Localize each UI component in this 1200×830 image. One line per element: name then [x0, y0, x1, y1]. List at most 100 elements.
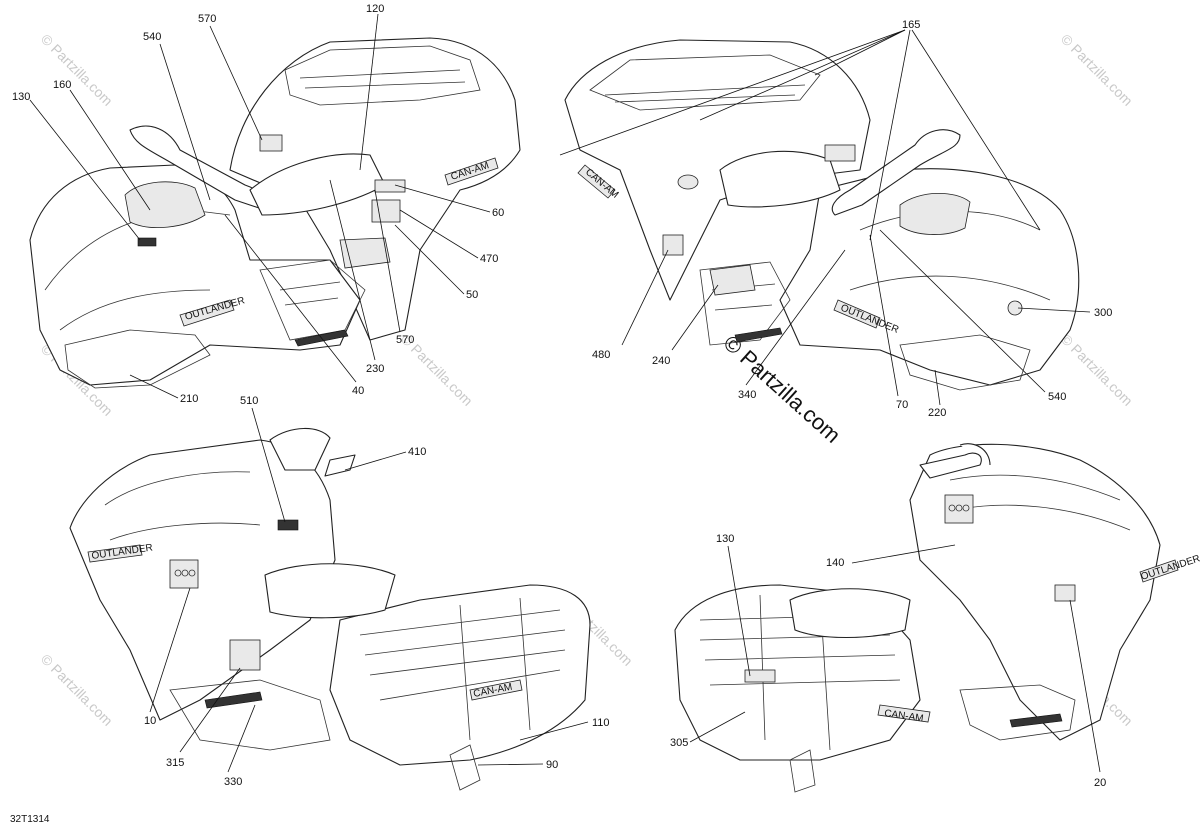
leader-line [374, 189, 401, 333]
callout-315: 315 [166, 757, 184, 769]
handlebar [919, 443, 991, 479]
callout-410: 410 [408, 446, 426, 458]
decal-panel [744, 669, 776, 683]
headlight-pod [124, 181, 206, 228]
rear-rack [284, 45, 481, 106]
seat [264, 563, 396, 619]
decal-footrest [734, 327, 783, 343]
decal-panel [662, 234, 684, 256]
callout-110: 110 [592, 717, 610, 729]
callout-540: 540 [1048, 391, 1066, 403]
decal-outlander-side [87, 544, 143, 563]
leader-line [29, 99, 141, 241]
decal-canam-rear [444, 157, 499, 186]
decal-footrest [1009, 713, 1063, 728]
callout-470: 470 [480, 253, 498, 265]
callout-220: 220 [928, 407, 946, 419]
callouts-front-left: 570 540 120 160 130 60 470 50 570 230 40… [12, 3, 504, 405]
callout-230: 230 [366, 363, 384, 375]
leader-line [879, 229, 1046, 393]
view-rear-right: OUTLANDER CAN-AM 130 140 305 20 [670, 443, 1200, 793]
decal-canam-rear [577, 164, 616, 199]
callout-130: 130 [716, 533, 734, 545]
hitch [449, 744, 481, 791]
front-bumper [64, 329, 211, 389]
callout-300: 300 [1094, 307, 1112, 319]
front-bumper [899, 334, 1031, 391]
callout-305: 305 [670, 737, 688, 749]
decal-outlander-front [833, 299, 881, 329]
decal-round [677, 174, 699, 190]
leader-line [344, 451, 407, 471]
callout-570-top: 570 [198, 13, 216, 25]
leader-line [69, 89, 151, 211]
decal-dot [962, 504, 970, 512]
footwell [259, 259, 366, 341]
leader-line [477, 763, 544, 766]
leader-line [227, 704, 256, 773]
leader-line [359, 13, 379, 171]
decal-panel [277, 519, 299, 531]
leader-line [159, 43, 211, 201]
callout-130: 130 [12, 91, 30, 103]
decal-panel [824, 144, 856, 162]
diagram-code: 32T1314 [10, 814, 50, 825]
decal-outlander-front [179, 299, 235, 327]
decal-panel [137, 237, 157, 247]
watermark: © Partzilla.com [38, 31, 116, 109]
decal-outlander-side [1139, 559, 1179, 583]
decal-panel [1054, 584, 1076, 602]
decal-panel-warning [169, 559, 199, 589]
rear-rack [359, 597, 566, 741]
leader-line [129, 374, 179, 399]
chassis [169, 679, 331, 751]
leader-line [934, 369, 941, 406]
decal-footrest [204, 691, 263, 709]
decal-canam-rear [877, 704, 931, 723]
decal-panel [374, 179, 406, 193]
front-hood [949, 474, 1131, 531]
decal-dot [955, 504, 963, 512]
callouts-rear-right: 130 140 305 20 [670, 533, 1106, 789]
decal-dot [948, 504, 956, 512]
handlebar [269, 427, 356, 477]
leader-line [251, 407, 286, 523]
callout-60: 60 [492, 207, 504, 219]
callout-340: 340 [738, 389, 756, 401]
leader-line [329, 179, 376, 361]
chassis [959, 684, 1076, 741]
decal-panel [229, 639, 261, 671]
callout-10: 10 [144, 715, 156, 727]
leader-line [699, 29, 906, 121]
leader-line [671, 284, 719, 351]
front-fender-outline [909, 443, 1161, 741]
front-body-outline [779, 168, 1080, 386]
seat [789, 588, 911, 638]
watermark: © Partzilla.com [1058, 31, 1136, 109]
headlight-pod [899, 192, 971, 235]
leader-line [559, 29, 906, 156]
callout-40: 40 [352, 385, 364, 397]
rear-rack-outline [329, 584, 591, 766]
callout-510: 510 [240, 395, 258, 407]
leader-line [149, 587, 191, 713]
leader-line [519, 721, 589, 741]
rear-rack [699, 594, 901, 751]
callouts-rear-left: 510 410 10 315 330 110 90 [144, 395, 610, 788]
callout-480: 480 [592, 349, 610, 361]
leader-line [621, 249, 669, 346]
leader-line [689, 711, 746, 743]
callout-210: 210 [180, 393, 198, 405]
seat [719, 150, 841, 208]
callout-165: 165 [902, 19, 920, 31]
callout-570-bottom: 570 [396, 334, 414, 346]
watermark: © Partzilla.com [1058, 331, 1136, 409]
leader-line [1017, 307, 1091, 313]
decal-dot [181, 569, 189, 577]
leader-line [224, 214, 357, 383]
callout-160: 160 [53, 79, 71, 91]
leader-line [394, 224, 465, 295]
leader-line [911, 29, 1041, 231]
leader-line [814, 29, 906, 76]
